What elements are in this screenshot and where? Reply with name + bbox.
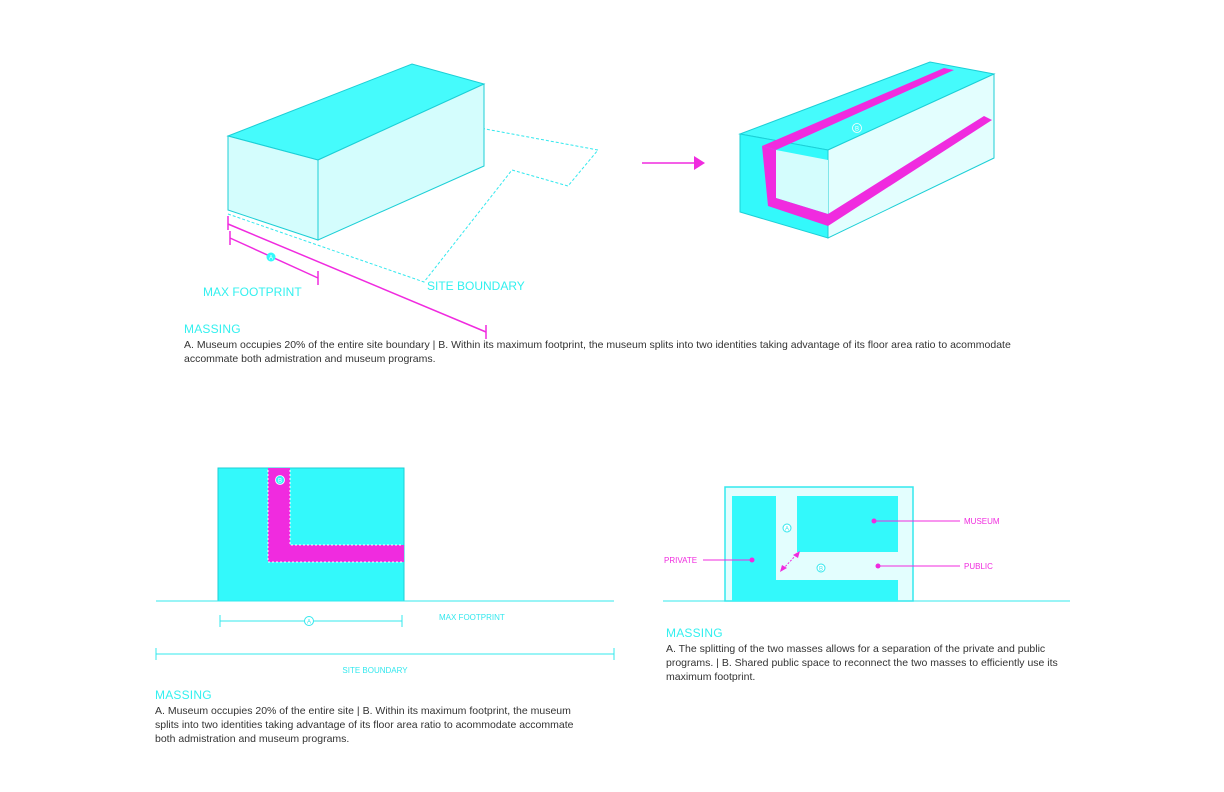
public-label: PUBLIC [964, 562, 993, 571]
section-museum-mass [797, 496, 898, 552]
plan-caption-body: A. Museum occupies 20% of the entire sit… [155, 705, 574, 745]
split-band-front [762, 146, 828, 226]
plan-split-band-dashed-edge [267, 470, 402, 563]
double-arrow-head-icon [780, 565, 787, 572]
plan-marker-b-circle [275, 475, 285, 485]
museum-label: MUSEUM [964, 517, 1000, 526]
private-label: PRIVATE [664, 556, 697, 565]
section-marker-a-label: A [785, 527, 789, 533]
split-band-side [828, 116, 992, 226]
plan-site-boundary-label: SITE BOUNDARY [342, 666, 408, 675]
marker-a-label: A [269, 256, 273, 262]
marker-b-label: B [855, 127, 859, 133]
site-boundary-outline [227, 127, 599, 283]
section-marker-b-circle [816, 563, 826, 573]
max-footprint-label: MAX FOOTPRINT [203, 285, 302, 299]
plan-max-footprint-label: MAX FOOTPRINT [439, 613, 505, 622]
section-caption-body: A. The splitting of the two masses allow… [666, 643, 1058, 683]
top-massing-caption: MASSING A. Museum occupies 20% of the en… [184, 322, 1014, 366]
plan-massing-caption: MASSING A. Museum occupies 20% of the en… [155, 688, 575, 746]
transition-arrow [642, 156, 705, 170]
plan-marker-b-label: B [278, 479, 282, 485]
plan-marker-a-label: A [307, 620, 311, 626]
max-footprint-box-side [317, 83, 485, 241]
plan-diagram: B A MAX FOOTPRINT SITE BOUNDARY [155, 467, 615, 675]
top-caption-heading: MASSING [184, 322, 241, 336]
site-boundary-label: SITE BOUNDARY [427, 279, 525, 293]
site-boundary-dimension-line [227, 223, 487, 333]
top-right-split-massing-diagram: B [738, 61, 996, 239]
marker-b-circle [852, 123, 862, 133]
top-caption-body: A. Museum occupies 20% of the entire sit… [184, 339, 1011, 365]
top-left-massing-diagram: A MAX FOOTPRINT SITE BOUNDARY [203, 63, 599, 339]
section-caption-heading: MASSING [666, 626, 723, 640]
plan-caption-heading: MASSING [155, 688, 212, 702]
section-marker-a-circle [782, 523, 792, 533]
split-box-inner-void [776, 150, 828, 214]
plan-split-band-dashed-edge-inner [289, 470, 402, 546]
plan-footprint [217, 467, 405, 602]
section-marker-b-label: B [819, 567, 823, 573]
section-massing-caption: MASSING A. The splitting of the two mass… [666, 626, 1061, 684]
arrow-head-icon [694, 156, 705, 170]
marker-a-circle [266, 252, 276, 262]
double-arrow-tail-icon [793, 551, 800, 558]
section-diagram: A B MUSEUM PUBLIC PRIVATE [663, 486, 1070, 602]
split-band-top [762, 68, 954, 150]
plan-marker-a-circle [304, 616, 314, 626]
section-private-mass [732, 496, 898, 601]
